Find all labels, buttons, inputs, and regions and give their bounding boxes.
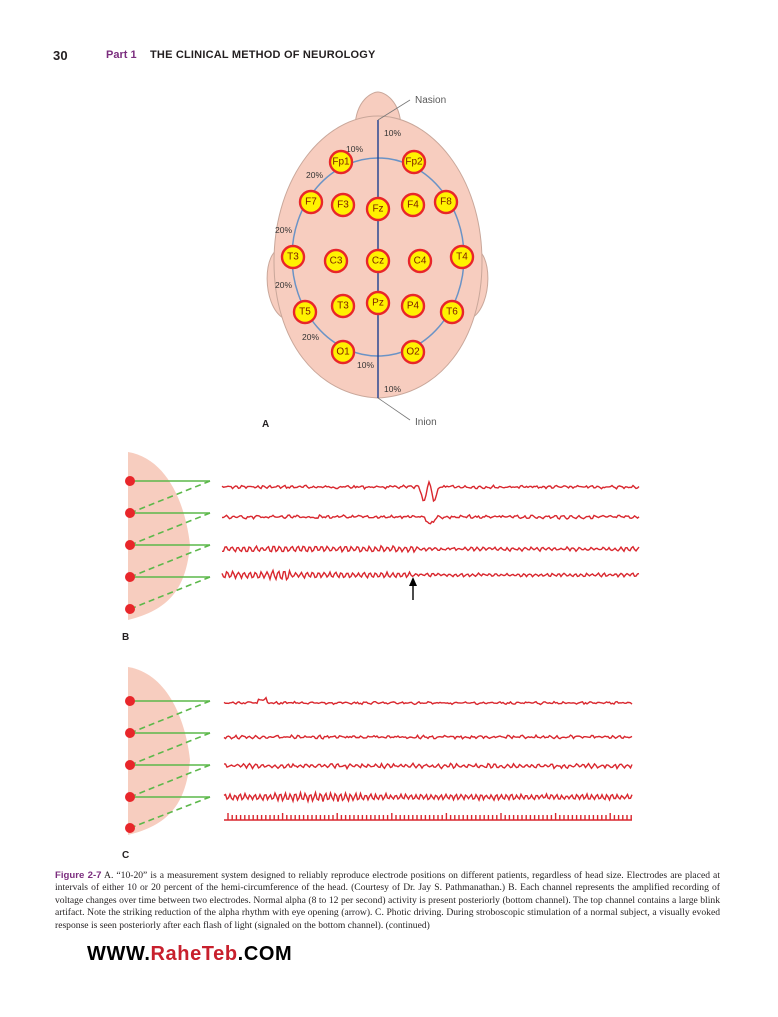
figure-label: Figure 2-7 — [55, 870, 102, 881]
svg-text:Cz: Cz — [372, 256, 384, 267]
svg-text:Pz: Pz — [372, 298, 384, 309]
eye-opening-arrow — [409, 577, 417, 600]
svg-text:T3: T3 — [337, 301, 349, 312]
montage-dashed — [129, 764, 211, 798]
electrode-f4: F4 — [400, 192, 426, 218]
percent-label: 10% — [384, 128, 401, 138]
percent-label: 20% — [275, 280, 292, 290]
watermark-url: WWW.RaheTeb.COM — [87, 943, 293, 965]
montage-c — [129, 700, 211, 829]
electrode-o1: O1 — [330, 339, 356, 365]
panel-letter-a: A — [262, 419, 269, 430]
electrode-f8: F8 — [433, 189, 459, 215]
eeg-trace — [223, 789, 633, 804]
eeg-trace — [221, 568, 640, 582]
electrode-f3: F3 — [330, 192, 356, 218]
eeg-trace — [223, 733, 633, 741]
electrode-dot — [125, 728, 135, 738]
inion-leader — [377, 397, 411, 421]
panel-letter-b: B — [122, 632, 129, 643]
electrode-dot — [125, 823, 135, 833]
electrode-t5: T5 — [292, 299, 318, 325]
head-profile-b — [128, 452, 190, 620]
montage-dashed — [129, 700, 211, 734]
svg-text:T5: T5 — [299, 307, 311, 318]
electrode-t3: T3 — [280, 244, 306, 270]
nasion-leader — [377, 99, 411, 121]
electrode-o2: O2 — [400, 339, 426, 365]
svg-text:O2: O2 — [406, 347, 420, 358]
svg-text:T4: T4 — [456, 252, 468, 263]
montage-b — [129, 480, 211, 610]
eeg-traces-c — [223, 696, 633, 821]
svg-text:Fp2: Fp2 — [405, 157, 423, 168]
montage-dashed — [129, 796, 211, 829]
figure-c-eeg: C — [122, 667, 633, 861]
percent-label: 10% — [357, 360, 374, 370]
figure-caption: Figure 2-7 A. “10-20” is a measurement s… — [55, 870, 720, 932]
svg-text:F7: F7 — [305, 197, 317, 208]
eeg-trace — [221, 479, 640, 503]
electrode-fz: Fz — [365, 196, 391, 222]
svg-text:C4: C4 — [414, 256, 427, 267]
montage-dashed — [129, 732, 211, 766]
electrode-dot — [125, 792, 135, 802]
page-number: 30 — [53, 48, 68, 63]
eeg-trace — [223, 696, 633, 706]
svg-text:O1: O1 — [336, 347, 350, 358]
svg-text:C3: C3 — [330, 256, 343, 267]
figure-a-head-diagram: Nasion Inion 10% 10% 20% 20% 20% 20% 10%… — [262, 91, 489, 430]
electrode-c3: C3 — [323, 248, 349, 274]
electrode-fp1: Fp1 — [328, 149, 354, 175]
percent-label: 20% — [302, 332, 319, 342]
electrode-c4: C4 — [407, 248, 433, 274]
eeg-trace — [223, 762, 633, 771]
electrodes-c — [125, 696, 135, 833]
eeg-trace — [221, 544, 640, 554]
montage-dashed — [129, 544, 211, 578]
electrode-dot — [125, 760, 135, 770]
electrode-t3-lower: T3 — [330, 293, 356, 319]
electrode-f7: F7 — [298, 189, 324, 215]
electrode-cz: Cz — [365, 248, 391, 274]
electrode-dot — [125, 476, 135, 486]
montage-dashed — [129, 480, 211, 514]
electrode-dot — [125, 540, 135, 550]
montage-dashed — [129, 576, 211, 610]
electrode-dot — [125, 572, 135, 582]
svg-text:Fz: Fz — [372, 204, 383, 215]
part-label: Part 1 — [106, 49, 137, 61]
eeg-traces-b — [221, 479, 640, 582]
electrode-pz: Pz — [365, 290, 391, 316]
electrode-dot — [125, 508, 135, 518]
electrode-fp2: Fp2 — [401, 149, 427, 175]
electrodes-b — [125, 476, 135, 614]
svg-text:T6: T6 — [446, 307, 458, 318]
electrode-p4: P4 — [400, 293, 426, 319]
svg-text:F8: F8 — [440, 197, 452, 208]
svg-text:P4: P4 — [407, 301, 420, 312]
svg-text:T3: T3 — [287, 252, 299, 263]
percent-label: 10% — [346, 144, 363, 154]
part-title: THE CLINICAL METHOD OF NEUROLOGY — [150, 49, 376, 61]
svg-text:F3: F3 — [337, 200, 349, 211]
montage-dashed — [129, 512, 211, 546]
electrode-dot — [125, 604, 135, 614]
eeg-trace — [221, 513, 640, 525]
percent-label: 20% — [275, 225, 292, 235]
svg-text:F4: F4 — [407, 200, 419, 211]
head-profile-c — [128, 667, 190, 835]
svg-text:Fp1: Fp1 — [332, 157, 350, 168]
nasion-label: Nasion — [415, 95, 446, 106]
percent-label: 20% — [306, 170, 323, 180]
inion-label: Inion — [415, 417, 437, 428]
percent-label: 10% — [384, 384, 401, 394]
figure-b-eeg: B — [122, 452, 640, 643]
panel-letter-c: C — [122, 850, 129, 861]
electrode-t6: T6 — [439, 299, 465, 325]
electrode-t4: T4 — [449, 244, 475, 270]
caption-text: A. “10-20” is a measurement system desig… — [55, 870, 720, 931]
electrode-dot — [125, 696, 135, 706]
